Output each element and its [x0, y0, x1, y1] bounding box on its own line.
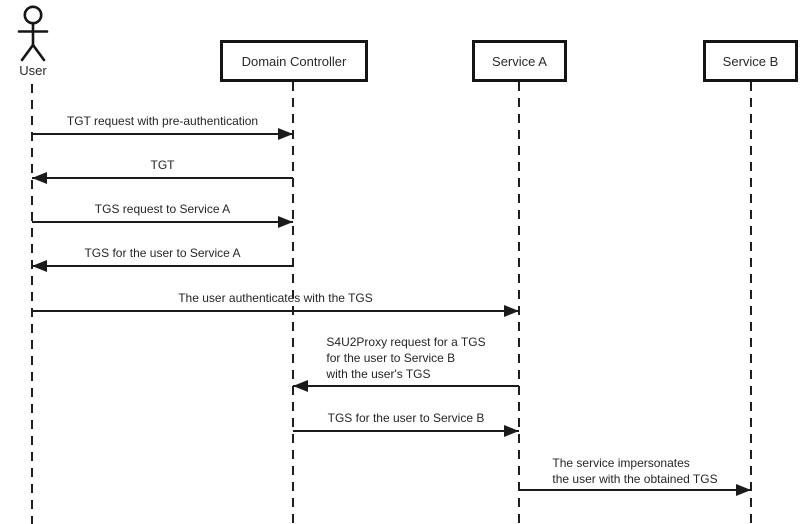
message-7-label: TGS for the user to Service B [327, 411, 485, 425]
message-5-label: The user authenticates with the TGS [178, 291, 373, 305]
participant-service-b-label: Service B [722, 53, 779, 69]
message-1-arrowhead-icon [278, 128, 293, 140]
user-actor-icon [12, 3, 54, 63]
participant-domain-controller-label: Domain Controller [241, 53, 347, 69]
message-3-arrowhead-icon [278, 216, 293, 228]
message-4-arrowhead-icon [32, 260, 47, 272]
message-8-arrow-line [519, 489, 751, 491]
message-4-label: TGS for the user to Service A [84, 246, 241, 260]
message-5-arrow-line [32, 310, 519, 312]
participant-box-service-b: Service B [703, 40, 798, 82]
lifeline-service-a [518, 82, 520, 524]
lifeline-service-b [750, 82, 752, 524]
message-1-arrow-line [32, 133, 293, 135]
message-3-arrow-line [32, 221, 293, 223]
message-5-arrowhead-icon [504, 305, 519, 317]
message-3-label: TGS request to Service A [94, 202, 231, 216]
message-6-arrowhead-icon [293, 380, 308, 392]
participant-box-service-a: Service A [472, 40, 567, 82]
message-1-label: TGT request with pre-authentication [66, 114, 259, 128]
lifeline-user [31, 84, 33, 524]
message-7-arrow-line [293, 430, 519, 432]
message-6-arrow-line [293, 385, 519, 387]
message-2-label: TGT [150, 158, 175, 172]
actor-user-label: User [19, 63, 47, 78]
message-4-arrow-line [32, 265, 293, 267]
message-8-label: The service impersonates the user with t… [552, 456, 718, 486]
message-6-label: S4U2Proxy request for a TGS for the user… [326, 335, 486, 381]
participant-service-a-label: Service A [492, 53, 547, 69]
participant-box-domain-controller: Domain Controller [220, 40, 368, 82]
message-8-arrowhead-icon [736, 484, 751, 496]
message-2-arrowhead-icon [32, 172, 47, 184]
lifeline-domain-controller [292, 82, 294, 524]
message-7-arrowhead-icon [504, 425, 519, 437]
message-2-arrow-line [32, 177, 293, 179]
